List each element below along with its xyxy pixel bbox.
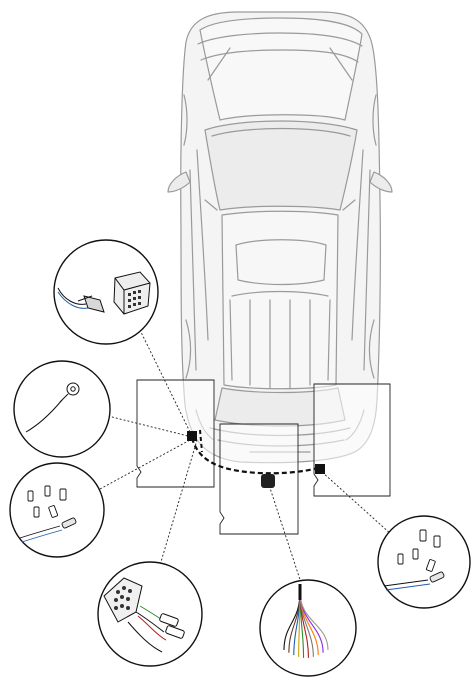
car-left-mirror xyxy=(167,171,191,193)
callout-circle xyxy=(53,239,159,345)
connector-plug-and-socket-icon xyxy=(57,271,151,315)
callout-splice-connectors-left xyxy=(9,462,105,558)
zone-center-rear xyxy=(219,423,299,535)
leader-ground-ring xyxy=(107,415,189,437)
splice-connectors-icon xyxy=(19,485,77,543)
leader-wire-ends xyxy=(269,487,307,599)
car-hood xyxy=(199,17,363,121)
loose-wire xyxy=(299,591,329,651)
harness-connector-right xyxy=(315,464,325,474)
leader-splice-left xyxy=(99,439,191,490)
multi-pin-plug-icon xyxy=(103,577,185,653)
connector-zones xyxy=(136,379,391,535)
car-roof xyxy=(221,210,339,390)
wiring-harness xyxy=(187,429,325,488)
callout-multi-pin-plug xyxy=(97,561,203,667)
callout-circle xyxy=(377,515,471,609)
car-windshield xyxy=(204,120,358,211)
trailer-socket-mount xyxy=(261,474,275,488)
callout-splice-connectors-right xyxy=(377,515,471,609)
splice-connectors-icon xyxy=(383,529,445,591)
harness-connector-left xyxy=(187,431,197,441)
callout-circle xyxy=(13,360,111,458)
zone-left-rear xyxy=(136,379,215,488)
callout-circle xyxy=(9,462,105,558)
zone-right-rear xyxy=(313,383,391,497)
leader-multi-pin xyxy=(157,439,198,573)
car-right-mirror xyxy=(369,171,393,193)
car-top-view xyxy=(167,11,393,464)
ring-terminal-icon xyxy=(25,382,80,433)
wire-bundle-icon xyxy=(283,584,329,658)
callout-connector-module xyxy=(53,239,159,345)
callout-circle xyxy=(259,579,357,677)
leader-lines xyxy=(99,325,393,599)
callout-ground-ring-terminal xyxy=(13,360,111,458)
callout-loose-wire-ends xyxy=(259,579,357,677)
